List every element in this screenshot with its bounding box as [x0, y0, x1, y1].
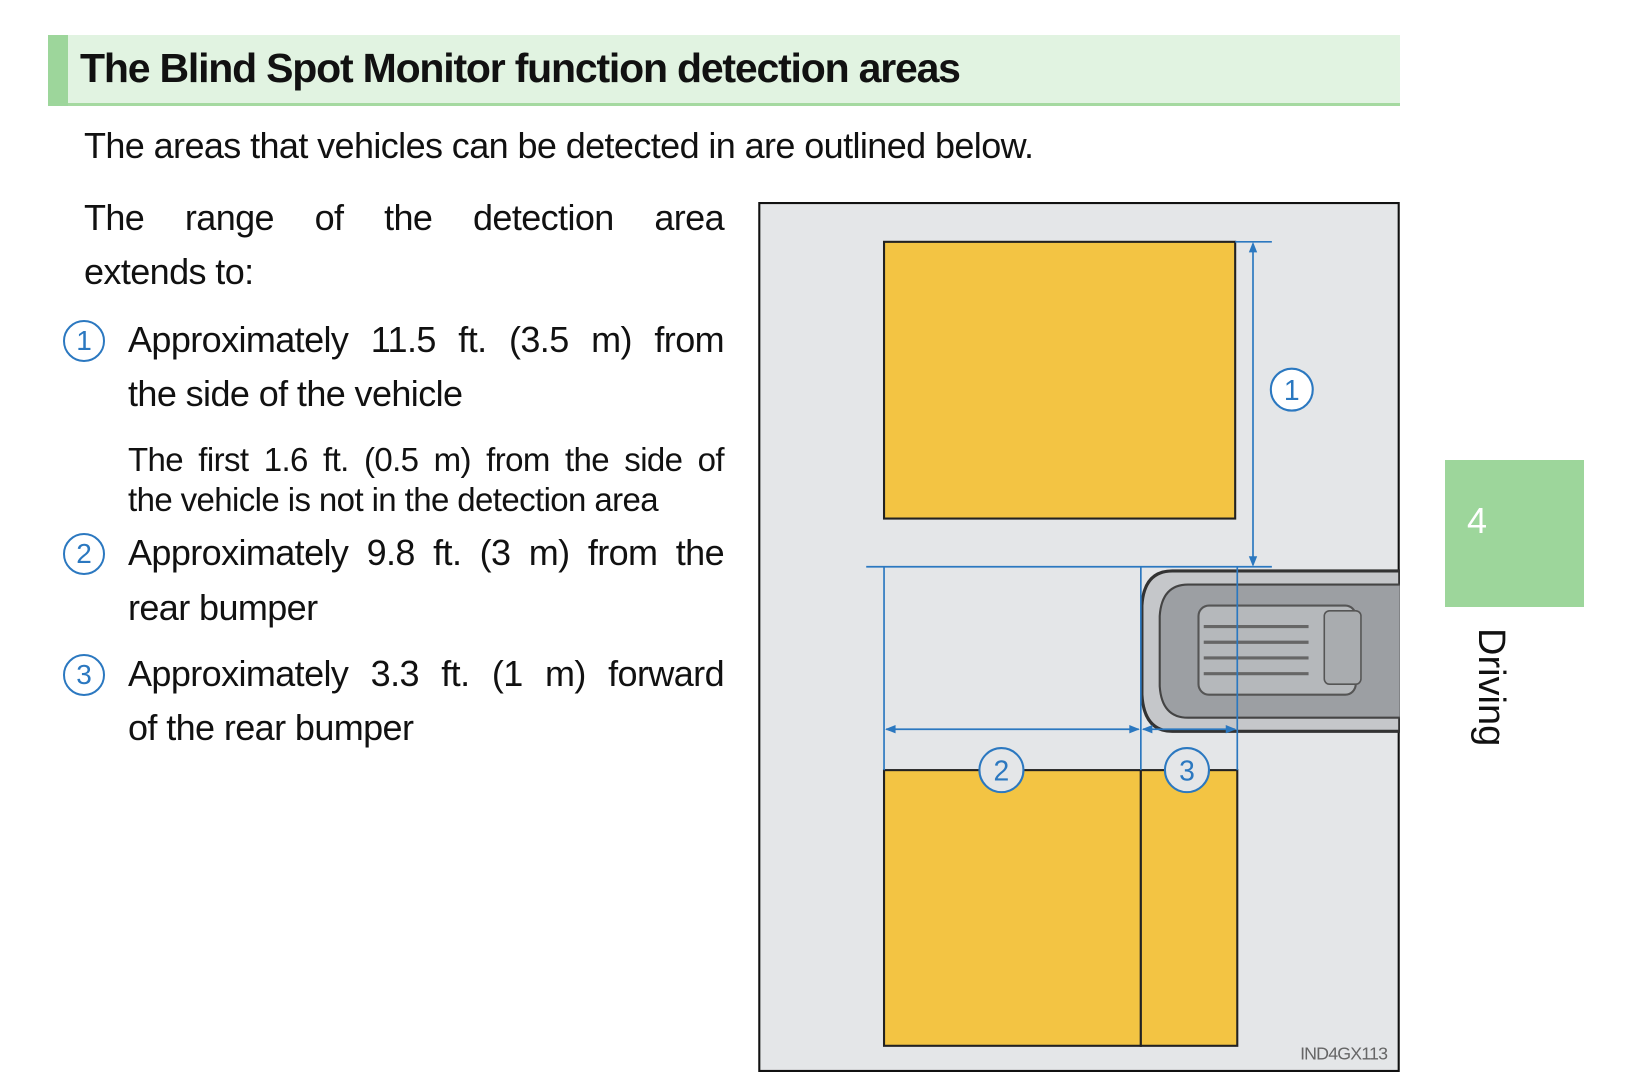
item-1-line2: the side of the vehicle: [128, 373, 463, 414]
header-accent-bar: [48, 35, 68, 106]
label-3: 3: [1179, 755, 1195, 787]
rear-detection-zone: [882, 769, 1142, 1047]
chapter-number: 4: [1467, 500, 1488, 541]
section-title: The Blind Spot Monitor function detectio…: [80, 45, 961, 91]
forward-detection-zone: [1139, 769, 1239, 1047]
section-header: The Blind Spot Monitor function detectio…: [48, 35, 1400, 106]
vehicle-top-view: [1140, 569, 1400, 733]
item-1-note-line1: The first 1.6 ft. (0.5 m) from the side …: [128, 441, 725, 478]
range-intro-line1: The range of the detection area: [84, 197, 725, 238]
figure-code: IND4GX113: [1300, 1043, 1388, 1063]
intro-text: The areas that vehicles can be detected …: [84, 125, 1034, 166]
label-3-marker: 3: [1163, 747, 1211, 794]
detection-area-diagram: 1 2 3 IND4GX113: [758, 202, 1400, 1072]
item-number-3: 3: [63, 654, 105, 696]
item-2-line2: rear bumper: [128, 587, 318, 628]
item-3-line2: of the rear bumper: [128, 707, 414, 748]
side-detection-zone: [882, 240, 1237, 520]
item-number-1: 1: [63, 320, 105, 362]
item-2-line1: Approximately 9.8 ft. (3 m) from the: [128, 532, 725, 573]
range-intro-line2: extends to:: [84, 251, 254, 292]
dimension-lines: [866, 240, 1272, 771]
chapter-title: Driving: [1470, 628, 1512, 747]
item-1-line1: Approximately 11.5 ft. (3.5 m) from: [128, 319, 725, 360]
label-2: 2: [994, 755, 1010, 787]
item-3-line1: Approximately 3.3 ft. (1 m) forward: [128, 653, 725, 694]
arrowheads: [885, 241, 1258, 734]
item-1-note-line2: the vehicle is not in the detection area: [128, 481, 659, 518]
label-2-marker: 2: [978, 747, 1025, 794]
label-1: 1: [1284, 374, 1300, 406]
item-number-2: 2: [63, 533, 105, 575]
chapter-tab[interactable]: 4: [1445, 460, 1584, 607]
label-1-marker: 1: [1269, 367, 1314, 412]
